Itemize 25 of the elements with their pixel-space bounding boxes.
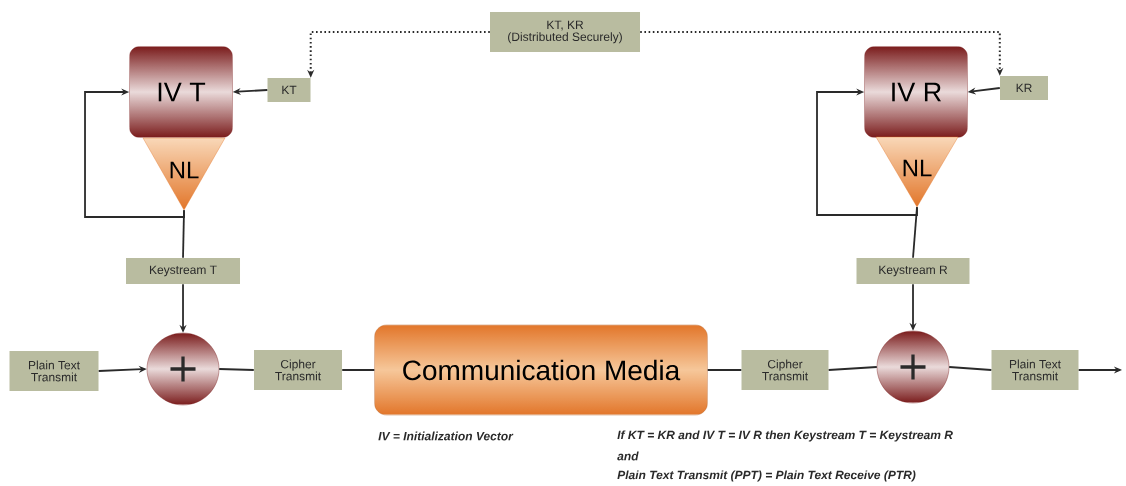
label-box: Keystream R <box>856 258 970 284</box>
arrow <box>84 88 185 218</box>
media-box: Communication Media <box>374 324 708 416</box>
label-box: Plain Text Transmit <box>9 351 99 391</box>
label-box: KT, KR (Distributed Securely) <box>490 12 640 52</box>
note-text: IV = Initialization Vector <box>378 431 514 441</box>
note-text: Plain Text Transmit (PPT) = Plain Text Receive (PTR) <box>617 470 916 482</box>
label-box: Cipher Transmit <box>254 350 342 390</box>
note-text: If KT = KR and IV T = IV R then Keystream T = Keystream R <box>617 430 953 442</box>
connector-line <box>706 369 743 371</box>
arrow <box>816 88 918 216</box>
register-box: IV T <box>129 46 233 138</box>
register-box: IV R <box>864 46 968 138</box>
connector-line <box>827 366 878 371</box>
label-box: Cipher Transmit <box>741 350 829 390</box>
note-text: and <box>617 451 639 461</box>
label-box: KR <box>1000 76 1048 100</box>
connector-line <box>218 368 255 371</box>
label-box: Plain Text Transmit <box>991 350 1079 390</box>
connector-line <box>912 206 918 259</box>
label-box: KT <box>267 78 311 102</box>
connector-line <box>182 209 185 259</box>
connector-line <box>341 369 376 371</box>
connector-line <box>948 366 993 371</box>
label-box: Keystream T <box>126 258 240 284</box>
